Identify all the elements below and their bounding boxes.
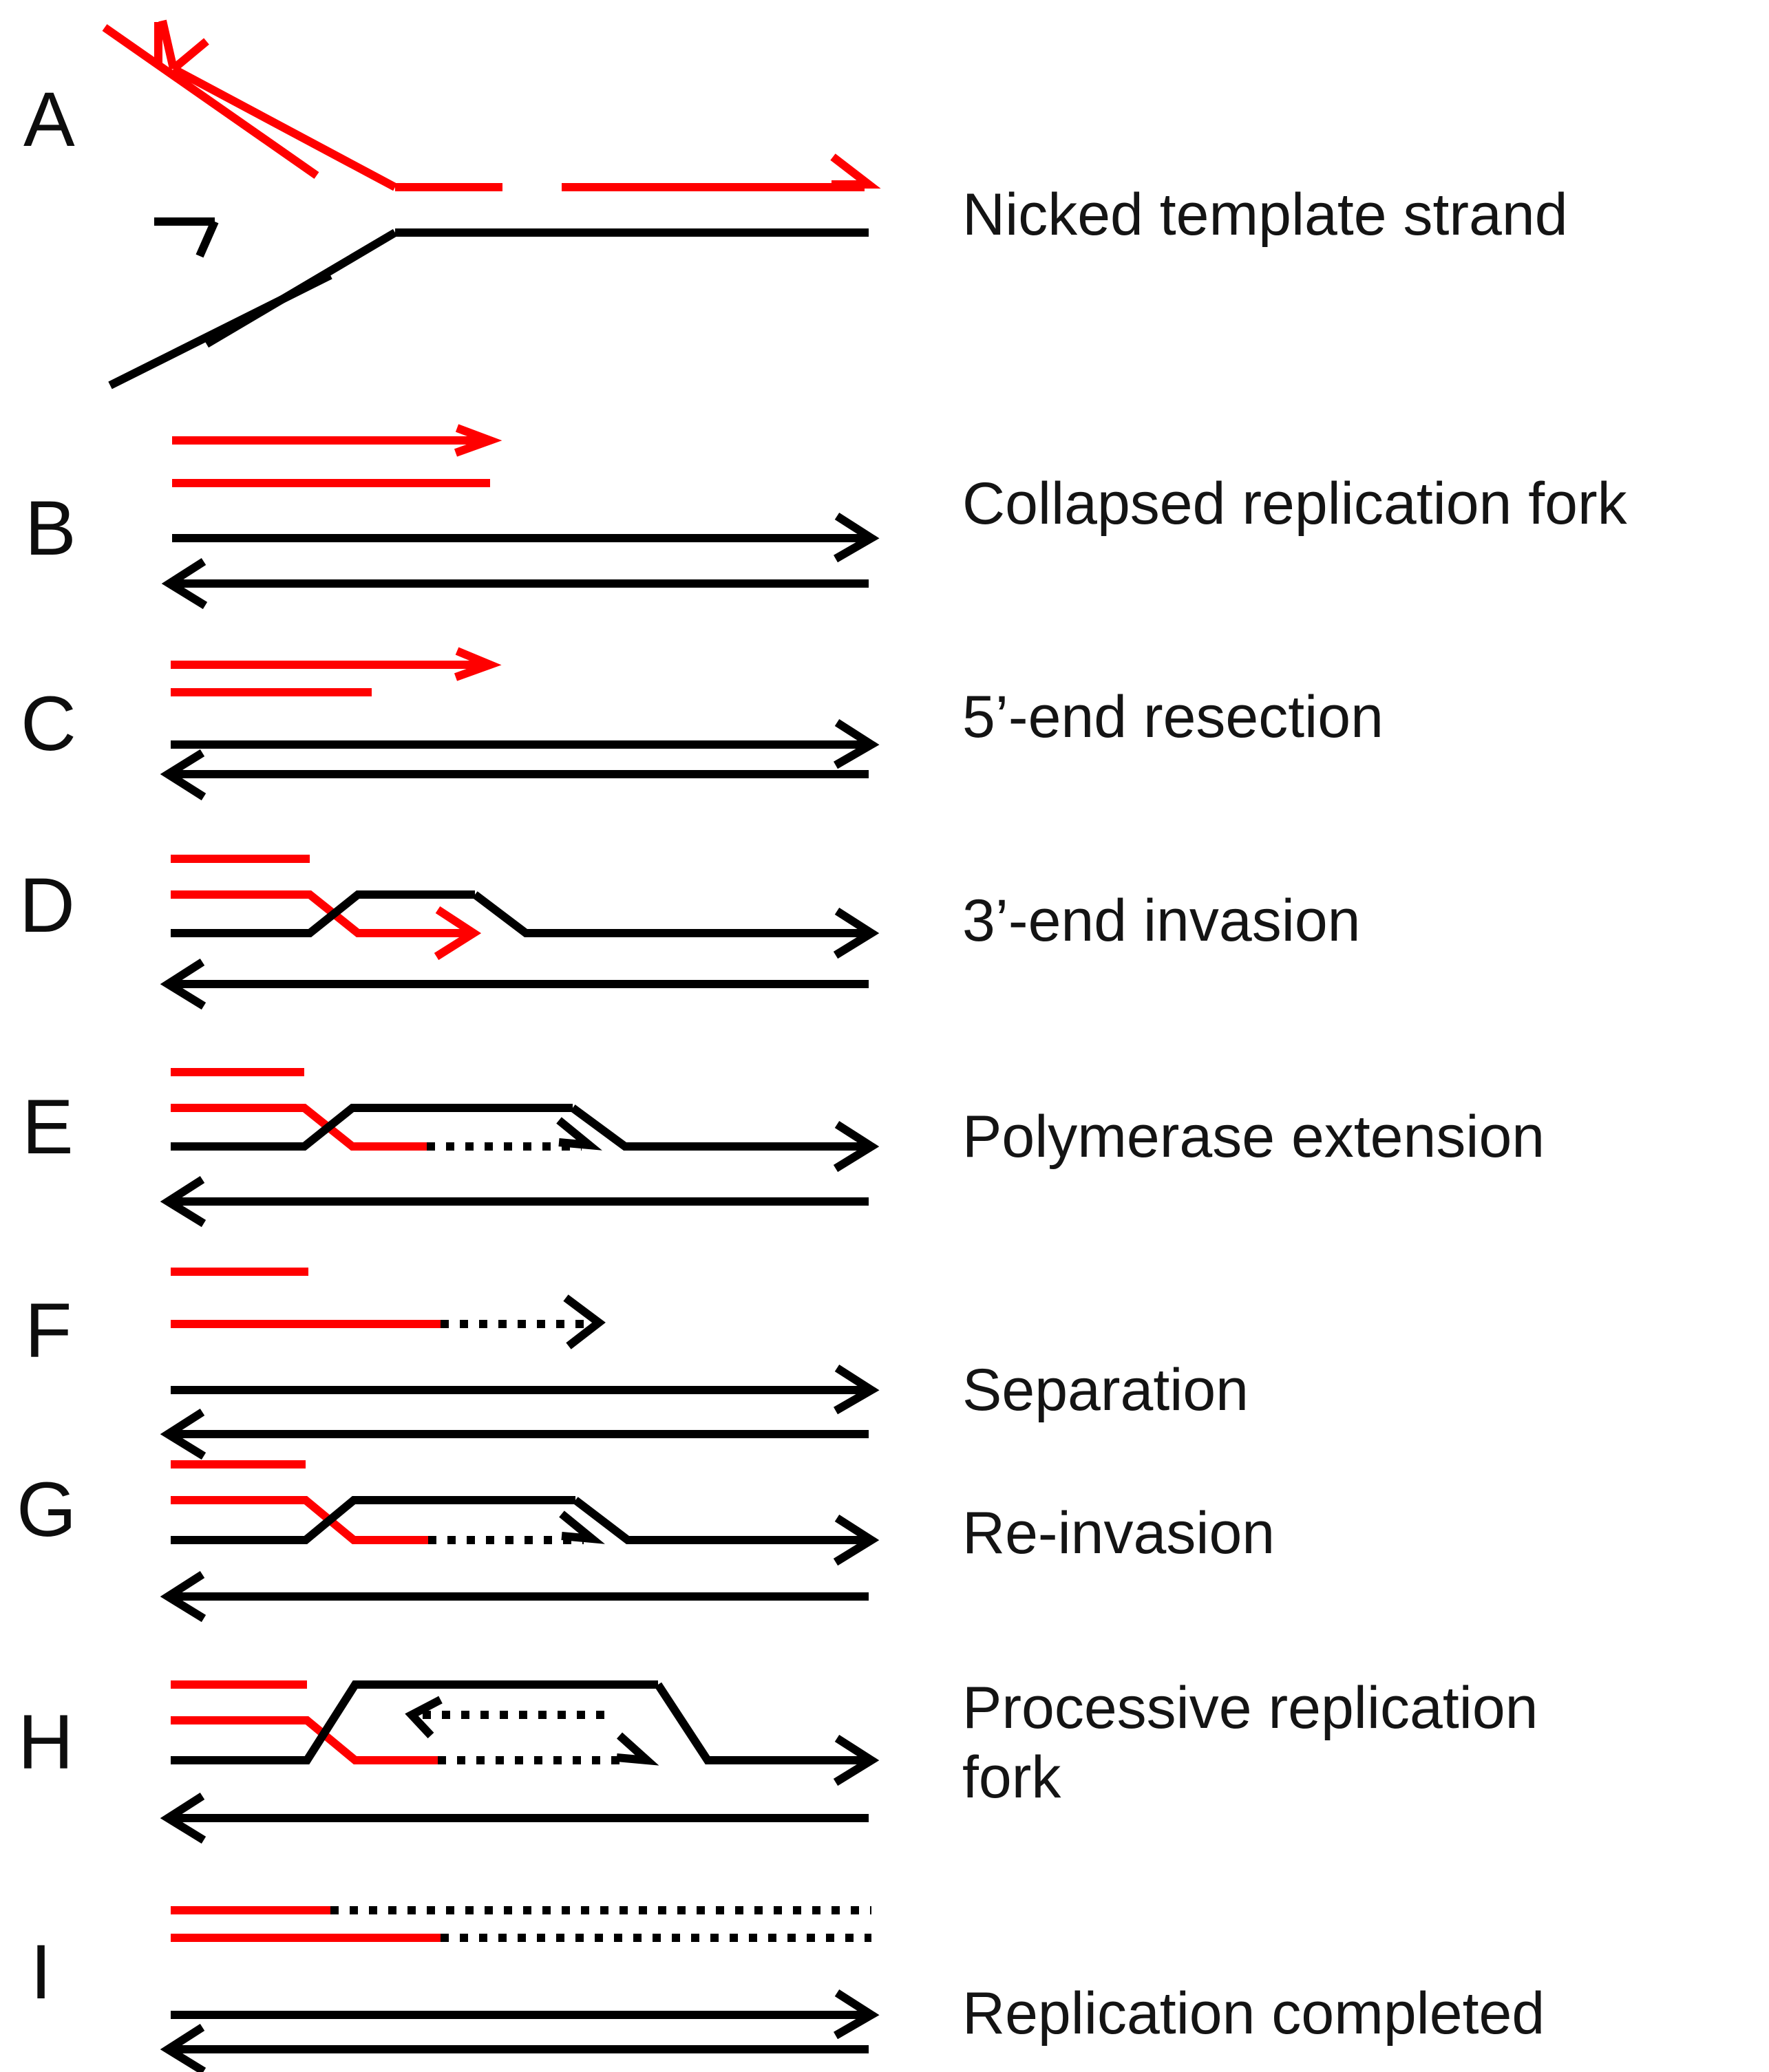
- panel-I: I Replication completed: [0, 1858, 1769, 2072]
- panel-H-diagram: [160, 1680, 880, 1844]
- panel-letter-F: F: [25, 1288, 72, 1374]
- panel-H: H Processive replication fork: [0, 1645, 1769, 1872]
- black-bottom-arrowhead-left: [161, 557, 208, 610]
- red-fork-arm-upper: [171, 65, 397, 191]
- red-top-arrowhead-right: [454, 647, 502, 681]
- black-displaced-loop-left: [171, 1680, 658, 1764]
- black-fork-arrowhead-downleft: [154, 217, 219, 258]
- red-fork-arm-lower: [102, 24, 319, 179]
- panel-caption-A: Nicked template strand: [962, 182, 1568, 248]
- black-top-arrowhead-right: [834, 1989, 880, 2040]
- black-displaced-loop-left: [171, 890, 475, 937]
- panel-E-diagram: [160, 1068, 880, 1228]
- black-displaced-loop-right: [570, 1104, 869, 1151]
- panel-C-diagram: [160, 647, 880, 801]
- dotted-extension-arrowhead-right: [559, 1510, 605, 1544]
- panel-letter-B: B: [25, 485, 76, 571]
- panel-caption-F: Separation: [962, 1357, 1249, 1423]
- panel-letter-D: D: [19, 862, 75, 948]
- panel-F-diagram: [160, 1268, 880, 1460]
- panel-A: A: [0, 0, 1769, 413]
- black-fork-arm-lower: [108, 271, 332, 389]
- black-top-arrowhead-right: [833, 1514, 880, 1566]
- panel-letter-C: C: [21, 681, 76, 767]
- panel-caption-D: 3’-end invasion: [962, 888, 1361, 954]
- black-top-arrowhead-right: [833, 1120, 880, 1173]
- black-displaced-loop-left: [171, 1104, 573, 1151]
- red-arrowhead-right: [830, 153, 881, 189]
- red-invading-strand: [171, 1104, 427, 1151]
- black-bottom-arrowhead-left: [160, 1408, 206, 1460]
- black-top-arrowhead-right: [834, 718, 880, 769]
- panel-caption-C: 5’-end resection: [962, 684, 1384, 750]
- panel-D-diagram: [160, 855, 880, 1010]
- panel-E: E Polymerase extension: [0, 1039, 1769, 1259]
- red-invading-strand: [171, 1716, 438, 1764]
- panel-letter-E: E: [22, 1084, 74, 1170]
- dotted-leading-arrowhead-right: [616, 1732, 659, 1766]
- black-displaced-loop-right: [654, 1682, 869, 1764]
- black-bottom-arrowhead-left: [160, 958, 206, 1010]
- black-top-arrowhead-right: [833, 1734, 880, 1786]
- red-invading-strand: [171, 1496, 428, 1544]
- panel-B: B Collapsed replication fork: [0, 413, 1769, 619]
- panel-G-diagram: [160, 1460, 880, 1623]
- panel-letter-G: G: [17, 1466, 77, 1552]
- black-bottom-arrowhead-left: [160, 2023, 206, 2072]
- panel-caption-G: Re-invasion: [962, 1500, 1275, 1566]
- dotted-extension-arrowhead-right: [563, 1294, 606, 1349]
- panel-I-diagram: [160, 1906, 880, 2072]
- black-top-arrowhead-right: [834, 1364, 880, 1415]
- panel-C: C 5’-end resection: [0, 619, 1769, 826]
- black-bottom-arrowhead-left: [160, 749, 206, 801]
- black-top-arrowhead-right: [834, 512, 880, 563]
- black-displaced-loop-right: [472, 891, 869, 937]
- panel-caption-E: Polymerase extension: [962, 1104, 1545, 1170]
- black-bottom-arrowhead-left: [160, 1570, 206, 1623]
- panel-D: D 3’-end invasion: [0, 826, 1769, 1039]
- black-bottom-arrowhead-left: [160, 1792, 206, 1844]
- red-invading-arrowhead-right: [434, 906, 482, 961]
- panel-letter-H: H: [18, 1699, 74, 1785]
- black-displaced-loop-right: [573, 1497, 869, 1544]
- panel-F: F Separation: [0, 1259, 1769, 1466]
- black-bottom-arrowhead-left: [160, 1175, 206, 1228]
- panel-B-diagram: [161, 424, 880, 610]
- panel-A-diagram: [102, 19, 881, 389]
- panel-letter-A: A: [23, 76, 75, 162]
- panel-caption-I: Replication completed: [962, 1980, 1545, 2047]
- panel-G: G Re-invasion: [0, 1431, 1769, 1652]
- panel-caption-B: Collapsed replication fork: [962, 471, 1627, 537]
- dotted-lagging-arrowhead-left: [405, 1696, 443, 1739]
- red-fork-arrowhead-upleft: [158, 19, 209, 72]
- panel-letter-I: I: [30, 1929, 52, 2015]
- black-displaced-loop-left: [171, 1496, 575, 1544]
- black-top-arrowhead-right: [833, 907, 880, 959]
- dotted-extension-arrowhead-right: [556, 1117, 602, 1151]
- red-top-arrowhead-right: [454, 424, 502, 457]
- panel-caption-H: Processive replication fork: [962, 1675, 1538, 1811]
